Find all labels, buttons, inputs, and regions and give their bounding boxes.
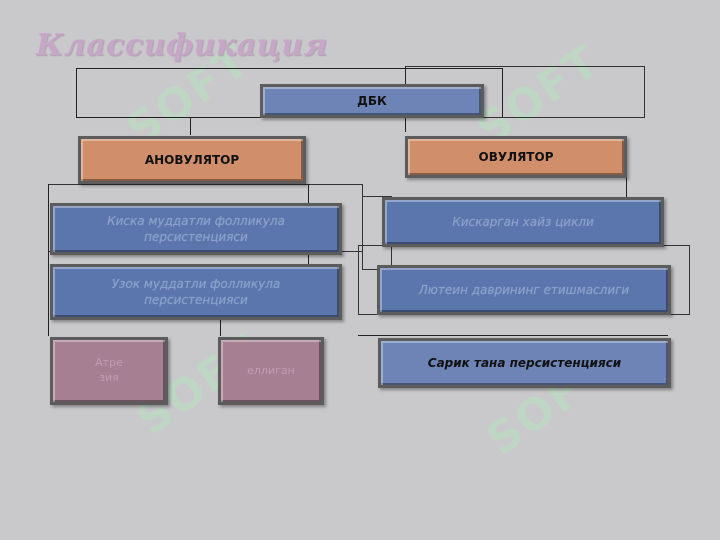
connector-line — [76, 68, 77, 118]
corpus-luteum-persistence-node: Сарик тана персистенцияси — [378, 338, 671, 388]
short-cycle-node: Кискарган хайз цикли — [382, 197, 664, 247]
ovulatory-label: ОВУЛЯТОР — [478, 149, 554, 164]
luteal-label: Лютеин даврининг етишмаслиги — [418, 282, 630, 297]
luteal-insufficiency-node: Лютеин даврининг етишмаслиги — [377, 265, 671, 315]
corpus-luteum-label: Сарик тана персистенцияси — [427, 355, 622, 370]
connector-line — [626, 178, 627, 198]
long-follicle-label: Узок муддатли фолликула персистенцияси — [111, 276, 281, 307]
connector-line — [190, 117, 191, 135]
connector-line — [502, 68, 503, 118]
long-follicle-persistence-node: Узок муддатли фолликула персистенцияси — [50, 264, 342, 320]
root-node-dbk: ДБК — [260, 84, 484, 118]
diagram-title: Классификация — [36, 28, 328, 63]
atresia-label: Атре зия — [95, 356, 123, 384]
atresia-node: Атре зия — [50, 337, 168, 405]
connector-line — [358, 335, 668, 336]
short-follicle-label: Киска муддатли фолликула персистенцияси — [107, 213, 285, 244]
other-left-label: еллиган — [247, 363, 295, 377]
anovulatory-label: АНОВУЛЯТОР — [144, 152, 240, 167]
other-left-node: еллиган — [218, 337, 324, 405]
short-cycle-label: Кискарган хайз цикли — [452, 214, 594, 229]
anovulatory-node: АНОВУЛЯТОР — [78, 136, 306, 184]
connector-line — [76, 68, 502, 69]
connector-line — [48, 184, 49, 336]
root-node-label: ДБК — [357, 93, 387, 108]
ovulatory-node: ОВУЛЯТОР — [405, 136, 627, 178]
connector-line — [76, 117, 261, 118]
short-follicle-persistence-node: Киска муддатли фолликула персистенцияси — [50, 203, 342, 255]
